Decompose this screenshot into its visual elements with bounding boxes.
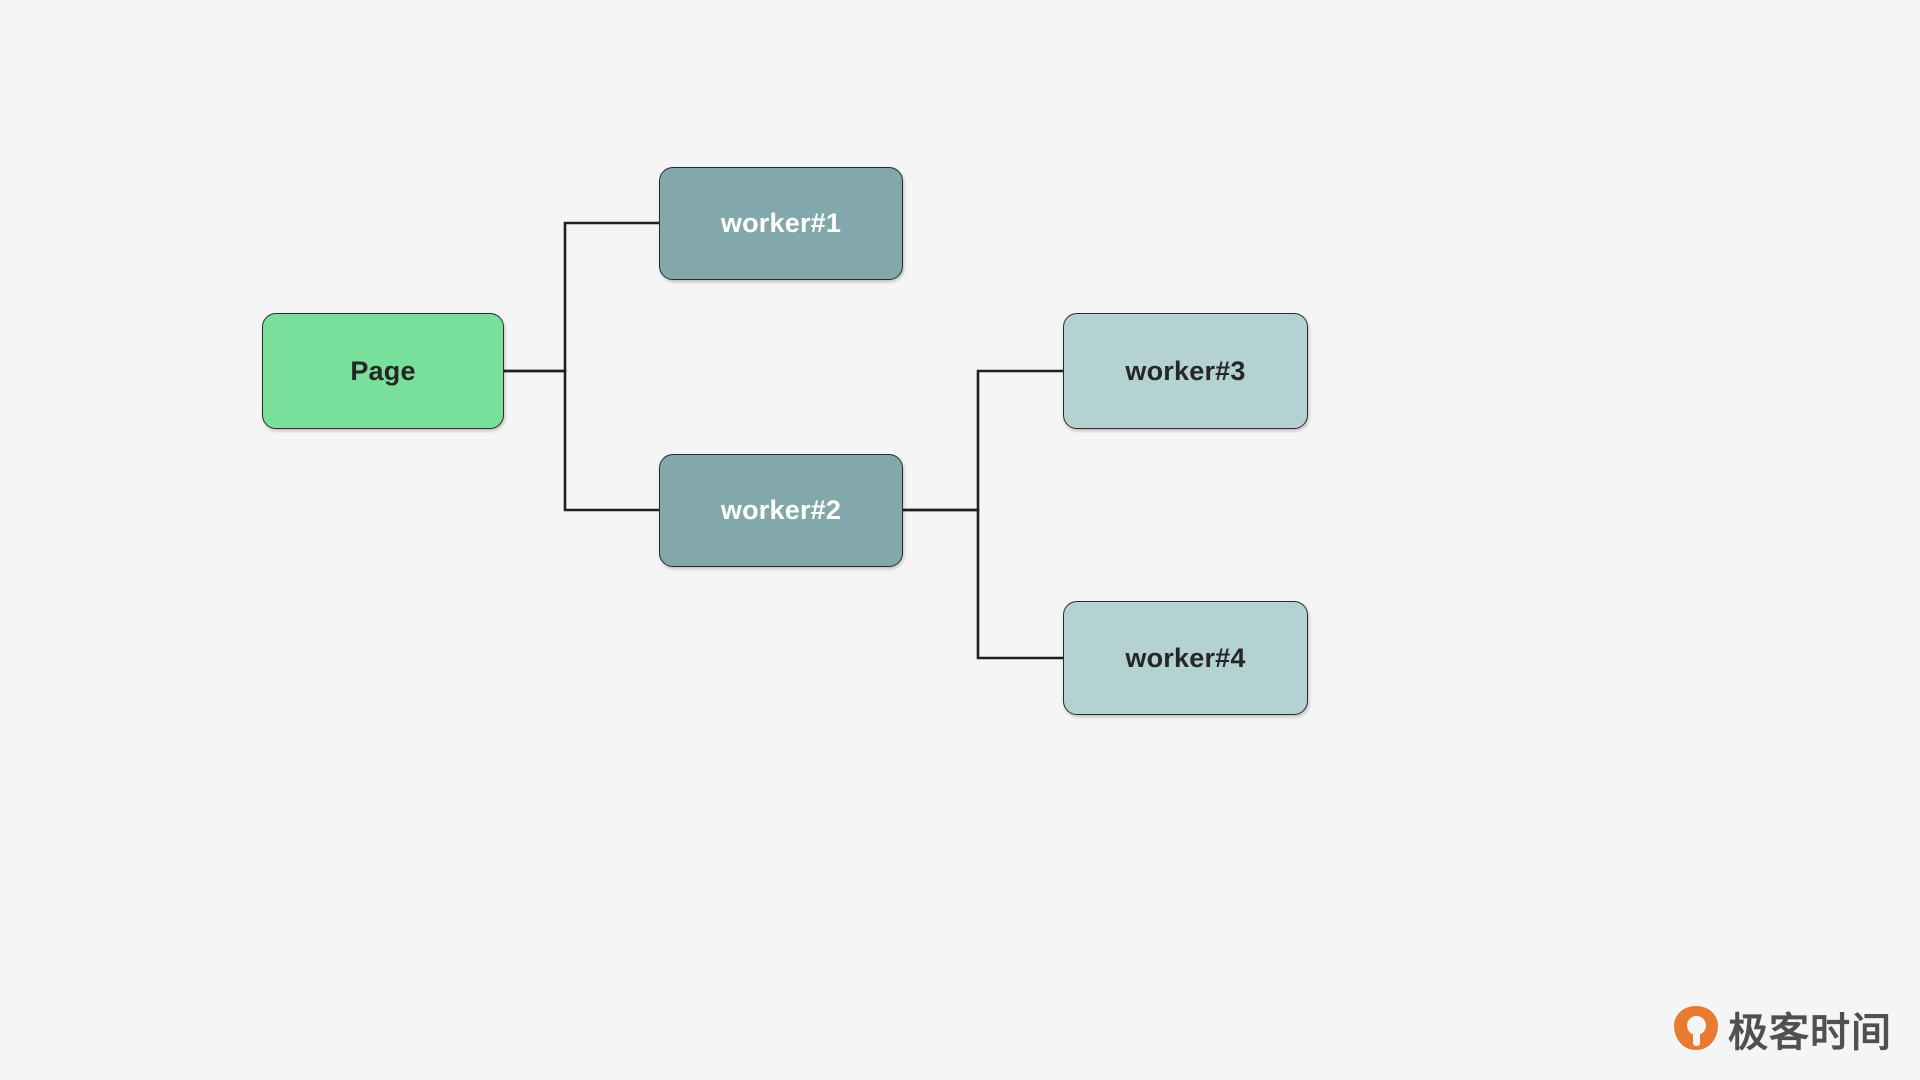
edge-page-worker2 xyxy=(502,369,661,512)
node-worker2[interactable]: worker#2 xyxy=(659,454,903,567)
node-worker3[interactable]: worker#3 xyxy=(1063,313,1308,429)
node-worker3-label: worker#3 xyxy=(1125,355,1246,386)
node-worker4-label: worker#4 xyxy=(1125,642,1246,673)
node-page[interactable]: Page xyxy=(262,313,504,429)
watermark-text: 极客时间 xyxy=(1728,1011,1892,1055)
watermark: 极客时间 xyxy=(1674,1000,1892,1058)
logo-tail xyxy=(1693,1023,1700,1046)
node-worker1[interactable]: worker#1 xyxy=(659,167,903,280)
edge-worker2-worker4 xyxy=(901,508,1065,660)
node-worker4[interactable]: worker#4 xyxy=(1063,601,1308,715)
edge-worker2-worker3 xyxy=(901,369,1065,512)
edge-page-worker1 xyxy=(502,221,661,373)
node-page-label: Page xyxy=(350,355,416,386)
node-worker2-label: worker#2 xyxy=(720,495,842,525)
node-worker1-label: worker#1 xyxy=(720,208,842,238)
geektime-logo-icon xyxy=(1674,1006,1718,1052)
